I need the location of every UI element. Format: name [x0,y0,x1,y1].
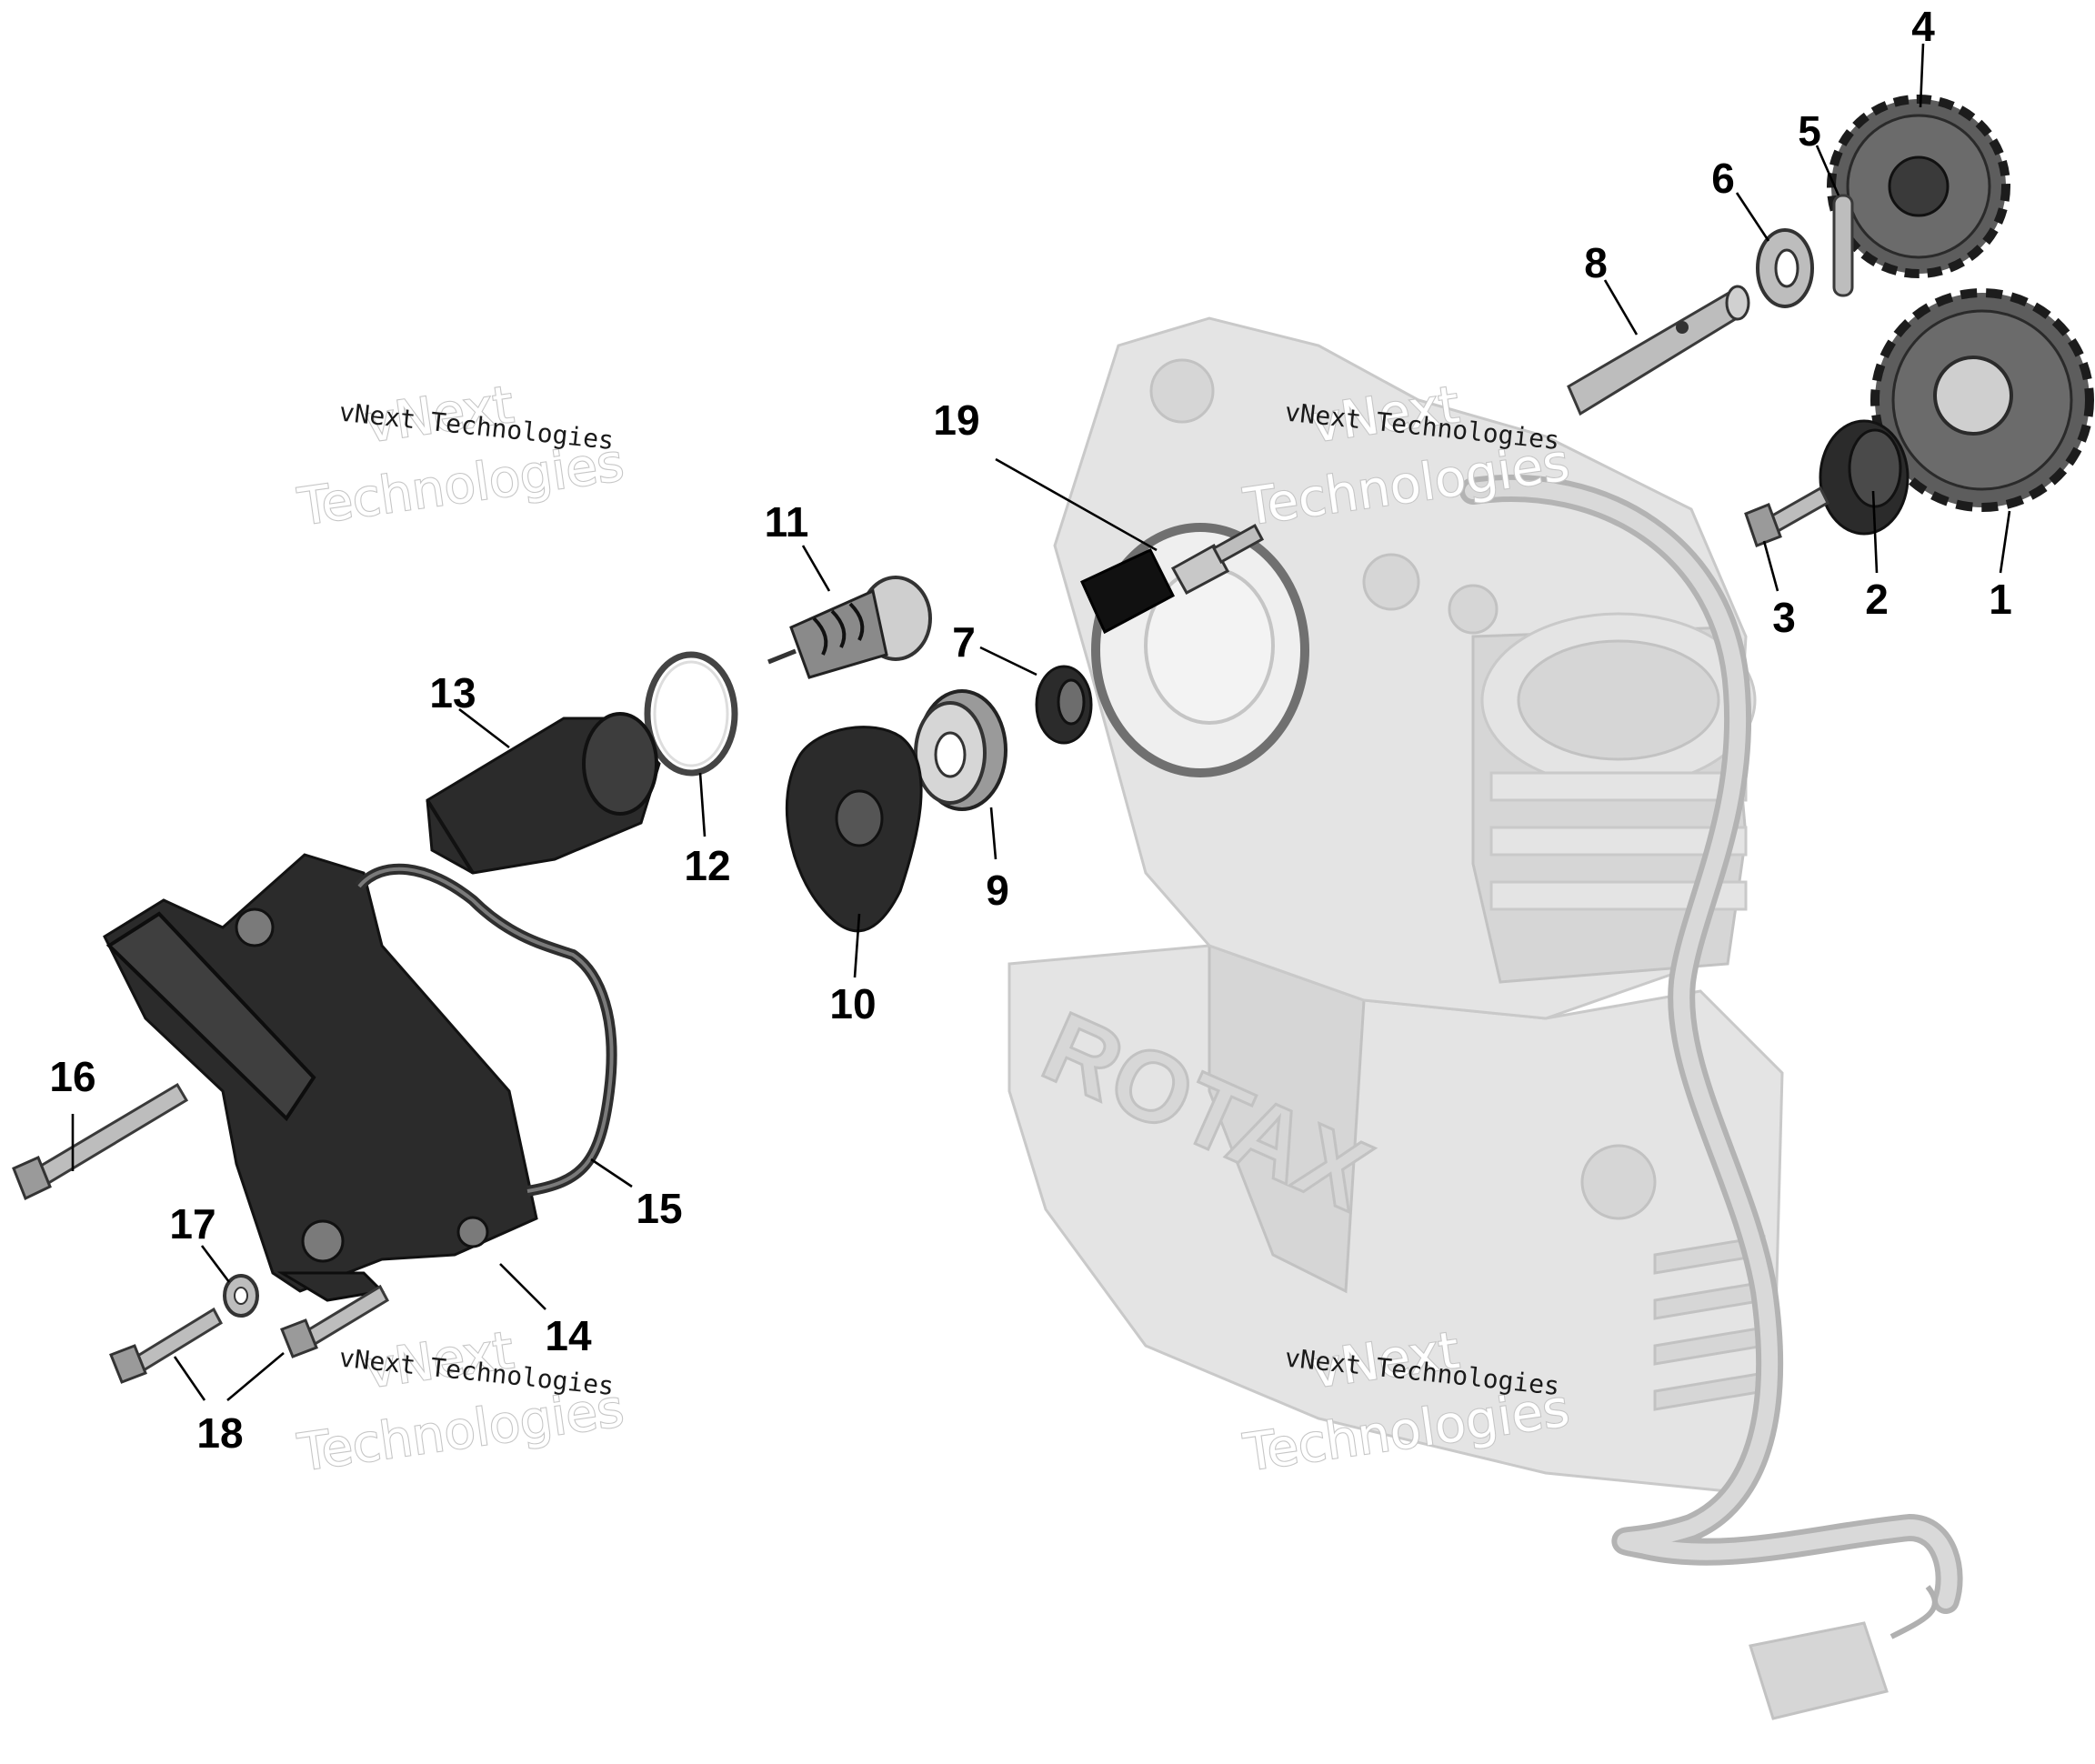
callout-10: 10 [829,980,876,1027]
callout-8: 8 [1584,239,1608,286]
engine-block-ghost: ROTAX [1007,316,1963,1720]
callout-4: 4 [1911,3,1935,50]
callout-11: 11 [765,498,809,546]
part-2-seal-cup [1819,419,1910,536]
callout-16: 16 [49,1053,95,1100]
callout-19: 19 [933,396,979,444]
part-11-thermostat [767,576,932,679]
callout-13: 13 [429,669,476,717]
part-14-water-pump-housing [103,853,538,1302]
part-12-o-ring [644,651,738,777]
part-13-outlet-fitting [426,712,661,875]
callout-12: 12 [684,842,730,889]
callout-2: 2 [1865,576,1889,623]
part-16-long-bolt [12,1082,189,1201]
part-10-impeller [785,726,923,933]
callout-3: 3 [1772,594,1796,641]
callout-9: 9 [986,867,1009,914]
part-1-gear-large [1870,288,2094,512]
callout-1: 1 [1989,576,2012,623]
part-8-shaft [1567,285,1750,416]
callout-labels: 1 2 3 4 5 6 7 8 9 10 11 12 13 14 15 16 1… [49,3,2011,1457]
part-18-bolts [109,1284,389,1384]
leader-lines [71,43,2011,1401]
callout-15: 15 [636,1185,682,1232]
callout-5: 5 [1798,107,1821,155]
part-15-gasket [355,863,617,1197]
callout-18: 18 [196,1409,243,1457]
part-5-pin [1832,194,1854,297]
part-6-washer [1756,228,1814,308]
part-19-temperature-sensor [1080,523,1265,635]
part-17-washer [223,1274,259,1318]
callout-6: 6 [1711,155,1735,202]
part-7-ring-seal [1035,665,1093,745]
callout-14: 14 [545,1312,592,1359]
callout-17: 17 [169,1200,216,1248]
part-3-bolt [1744,486,1829,547]
part-9-mechanical-seal [914,689,1007,811]
part-4-gear-upper [1827,95,2010,278]
callout-7: 7 [952,618,976,666]
